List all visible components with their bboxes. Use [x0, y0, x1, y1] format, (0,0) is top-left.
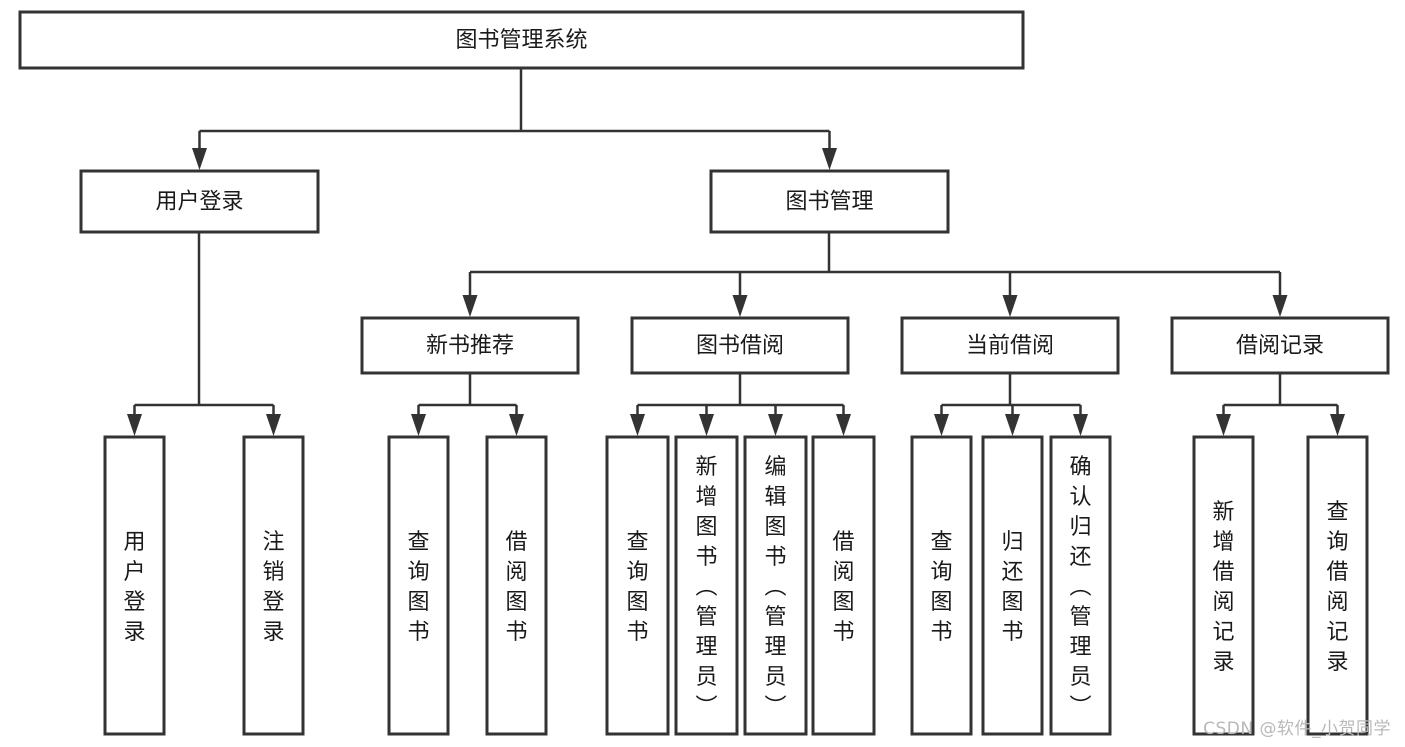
node-leaf-query-borrow-record[interactable]: 查询借阅记录	[1306, 435, 1369, 736]
arrow-head-icon	[1216, 414, 1231, 436]
node-box-leaf-add-book-admin[interactable]	[674, 435, 739, 736]
arrow-head-icon	[768, 414, 783, 436]
node-label-root: 图书管理系统	[455, 28, 587, 53]
node-user-login[interactable]: 用户登录	[79, 169, 320, 234]
nodes-layer: 图书管理系统用户登录图书管理新书推荐图书借阅当前借阅借阅记录用户登录注销登录查询…	[18, 10, 1390, 736]
node-box-book-borrow[interactable]	[630, 316, 850, 375]
arrow-head-icon	[822, 148, 837, 170]
node-box-new-book-recommend[interactable]	[360, 316, 580, 375]
node-box-borrow-records[interactable]	[1170, 316, 1390, 375]
node-leaf-add-borrow-record[interactable]: 新增借阅记录	[1192, 435, 1255, 736]
node-label-leaf-query-book-current: 查询图书	[930, 530, 952, 645]
connectors-layer	[127, 68, 1345, 436]
arrow-head-icon	[1330, 414, 1345, 436]
arrow-head-icon	[1272, 295, 1288, 317]
node-label-book-borrow: 图书借阅	[696, 334, 784, 359]
node-label-current-borrow: 当前借阅	[966, 334, 1054, 359]
node-leaf-query-book-borrow[interactable]: 查询图书	[605, 435, 670, 736]
arrow-head-icon	[192, 148, 207, 170]
connector-userlogin-to-leaves	[127, 232, 281, 436]
connector-currentborrow-to-leaves	[934, 373, 1088, 436]
node-box-leaf-query-book-current[interactable]	[910, 435, 973, 736]
node-box-leaf-edit-book-admin[interactable]	[743, 435, 808, 736]
node-leaf-query-book-current[interactable]: 查询图书	[910, 435, 973, 736]
node-label-borrow-records: 借阅记录	[1236, 334, 1324, 359]
arrow-head-icon	[127, 414, 142, 436]
connector-borrowrecords-to-leaves	[1216, 373, 1345, 436]
node-label-leaf-add-book-admin: 新增图书︵管理员︶	[695, 455, 717, 720]
node-label-leaf-confirm-return-admin: 确认归还︵管理员︶	[1069, 455, 1091, 720]
node-label-leaf-return-book: 归还图书	[1001, 530, 1023, 645]
node-label-leaf-borrow-book-new: 借阅图书	[505, 530, 527, 645]
node-book-borrow[interactable]: 图书借阅	[630, 316, 850, 375]
node-label-leaf-edit-book-admin: 编辑图书︵管理员︶	[764, 455, 786, 720]
connector-newbook-to-leaves	[411, 373, 524, 436]
node-box-leaf-add-borrow-record[interactable]	[1192, 435, 1255, 736]
node-leaf-query-book-new[interactable]: 查询图书	[387, 435, 450, 736]
node-box-leaf-query-borrow-record[interactable]	[1306, 435, 1369, 736]
node-root[interactable]: 图书管理系统	[18, 10, 1025, 70]
arrow-head-icon	[699, 414, 714, 436]
arrow-head-icon	[462, 295, 478, 317]
arrow-head-icon	[732, 295, 748, 317]
node-leaf-confirm-return-admin[interactable]: 确认归还︵管理员︶	[1049, 435, 1112, 736]
node-box-current-borrow[interactable]	[900, 316, 1120, 375]
arrow-head-icon	[509, 414, 524, 436]
node-leaf-user-login[interactable]: 用户登录	[103, 435, 166, 736]
arrow-head-icon	[1002, 295, 1018, 317]
node-label-new-book-recommend: 新书推荐	[426, 334, 514, 359]
node-label-book-management: 图书管理	[785, 190, 873, 215]
node-label-leaf-borrow-book: 借阅图书	[832, 530, 854, 645]
node-box-leaf-borrow-book[interactable]	[811, 435, 876, 736]
node-leaf-borrow-book-new[interactable]: 借阅图书	[485, 435, 548, 736]
node-new-book-recommend[interactable]: 新书推荐	[360, 316, 580, 375]
node-leaf-logout[interactable]: 注销登录	[242, 435, 305, 736]
node-box-leaf-logout[interactable]	[242, 435, 305, 736]
node-label-leaf-add-borrow-record: 新增借阅记录	[1212, 500, 1234, 675]
node-label-user-login: 用户登录	[155, 190, 243, 215]
arrow-head-icon	[934, 414, 949, 436]
node-box-book-management[interactable]	[709, 169, 950, 234]
node-box-leaf-confirm-return-admin[interactable]	[1049, 435, 1112, 736]
connector-bookmgmt-to-level3	[462, 232, 1288, 317]
node-box-leaf-user-login[interactable]	[103, 435, 166, 736]
arrow-head-icon	[1073, 414, 1088, 436]
node-book-management[interactable]: 图书管理	[709, 169, 950, 234]
node-label-leaf-query-book-borrow: 查询图书	[626, 530, 648, 645]
node-label-leaf-user-login: 用户登录	[123, 530, 145, 645]
node-box-leaf-borrow-book-new[interactable]	[485, 435, 548, 736]
node-box-leaf-query-book-borrow[interactable]	[605, 435, 670, 736]
node-label-leaf-query-borrow-record: 查询借阅记录	[1326, 500, 1348, 675]
node-box-leaf-return-book[interactable]	[981, 435, 1044, 736]
arrow-head-icon	[266, 414, 281, 436]
node-label-leaf-query-book-new: 查询图书	[407, 530, 429, 645]
arrow-head-icon	[630, 414, 645, 436]
node-leaf-return-book[interactable]: 归还图书	[981, 435, 1044, 736]
connector-bookborrow-to-leaves	[630, 373, 851, 436]
arrow-head-icon	[411, 414, 426, 436]
arrow-head-icon	[1005, 414, 1020, 436]
node-label-leaf-logout: 注销登录	[262, 530, 284, 645]
node-leaf-add-book-admin[interactable]: 新增图书︵管理员︶	[674, 435, 739, 736]
node-box-leaf-query-book-new[interactable]	[387, 435, 450, 736]
node-leaf-borrow-book[interactable]: 借阅图书	[811, 435, 876, 736]
node-leaf-edit-book-admin[interactable]: 编辑图书︵管理员︶	[743, 435, 808, 736]
node-current-borrow[interactable]: 当前借阅	[900, 316, 1120, 375]
arrow-head-icon	[836, 414, 851, 436]
node-box-user-login[interactable]	[79, 169, 320, 234]
connector-root-to-level2	[192, 68, 837, 170]
node-box-root[interactable]	[18, 10, 1025, 70]
node-borrow-records[interactable]: 借阅记录	[1170, 316, 1390, 375]
